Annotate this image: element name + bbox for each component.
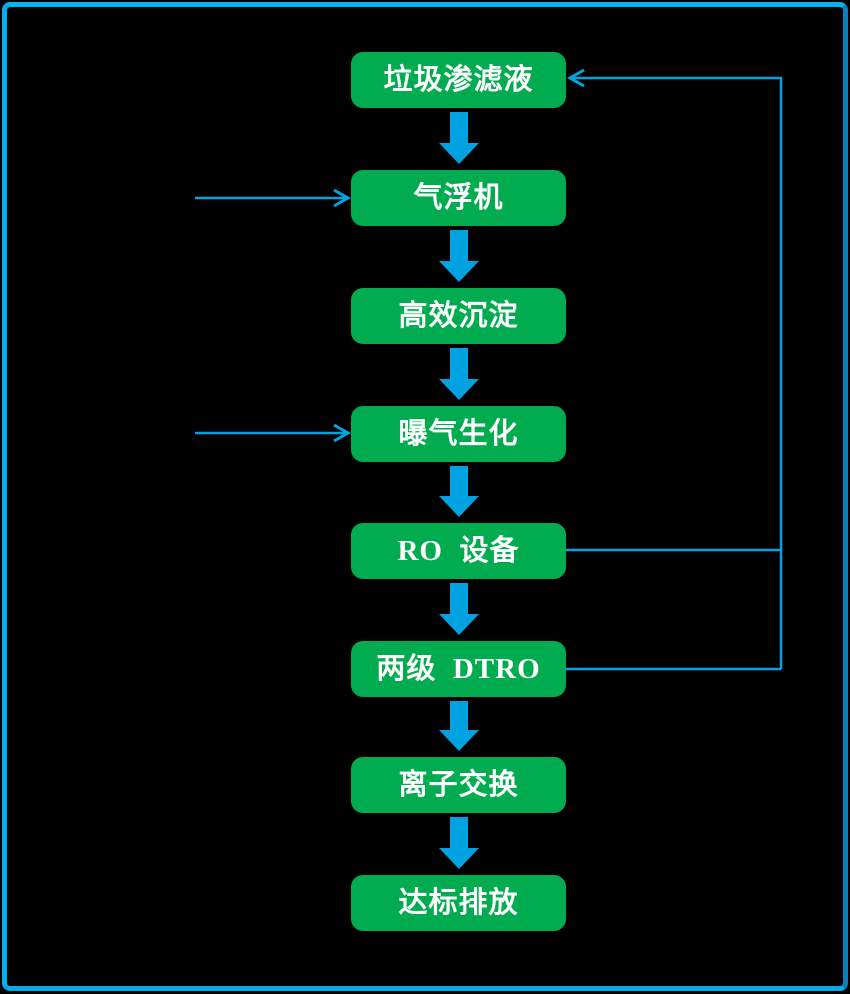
- flow-step-ro-equipment: RO 设备: [351, 523, 566, 579]
- flow-step-label: 曝气生化: [398, 417, 519, 450]
- flow-step-label: 高效沉淀: [398, 299, 519, 332]
- input-arrowhead-icon: [333, 423, 352, 443]
- arrow-down-icon: [439, 230, 479, 282]
- flow-step-label: 达标排放: [398, 886, 519, 919]
- arrow-down-icon: [439, 112, 479, 164]
- input-arrowhead-icon: [333, 188, 352, 208]
- flow-step-discharge: 达标排放: [351, 875, 566, 931]
- flow-step-label: 离子交换: [398, 768, 519, 801]
- arrow-down-icon: [439, 817, 479, 869]
- return-arrowhead-icon: [566, 68, 585, 88]
- arrow-down-icon: [439, 583, 479, 635]
- arrow-down-icon: [439, 466, 479, 517]
- flow-step-leachate: 垃圾渗滤液: [351, 52, 566, 108]
- recirculation-return-line: [572, 76, 783, 669]
- arrow-down-icon: [439, 701, 479, 751]
- flow-step-sedimentation: 高效沉淀: [351, 288, 566, 344]
- arrow-down-icon: [439, 348, 479, 400]
- flow-step-label: 垃圾渗滤液: [383, 63, 534, 96]
- flow-step-dtro: 两级 DTRO: [351, 641, 566, 697]
- flow-step-label: 气浮机: [413, 181, 504, 214]
- flow-step-air-flotation: 气浮机: [351, 170, 566, 226]
- flow-step-label: 两级 DTRO: [376, 652, 541, 685]
- flow-step-ion-exchange: 离子交换: [351, 757, 566, 813]
- flow-step-label: RO 设备: [397, 534, 520, 567]
- flow-step-aeration: 曝气生化: [351, 406, 566, 462]
